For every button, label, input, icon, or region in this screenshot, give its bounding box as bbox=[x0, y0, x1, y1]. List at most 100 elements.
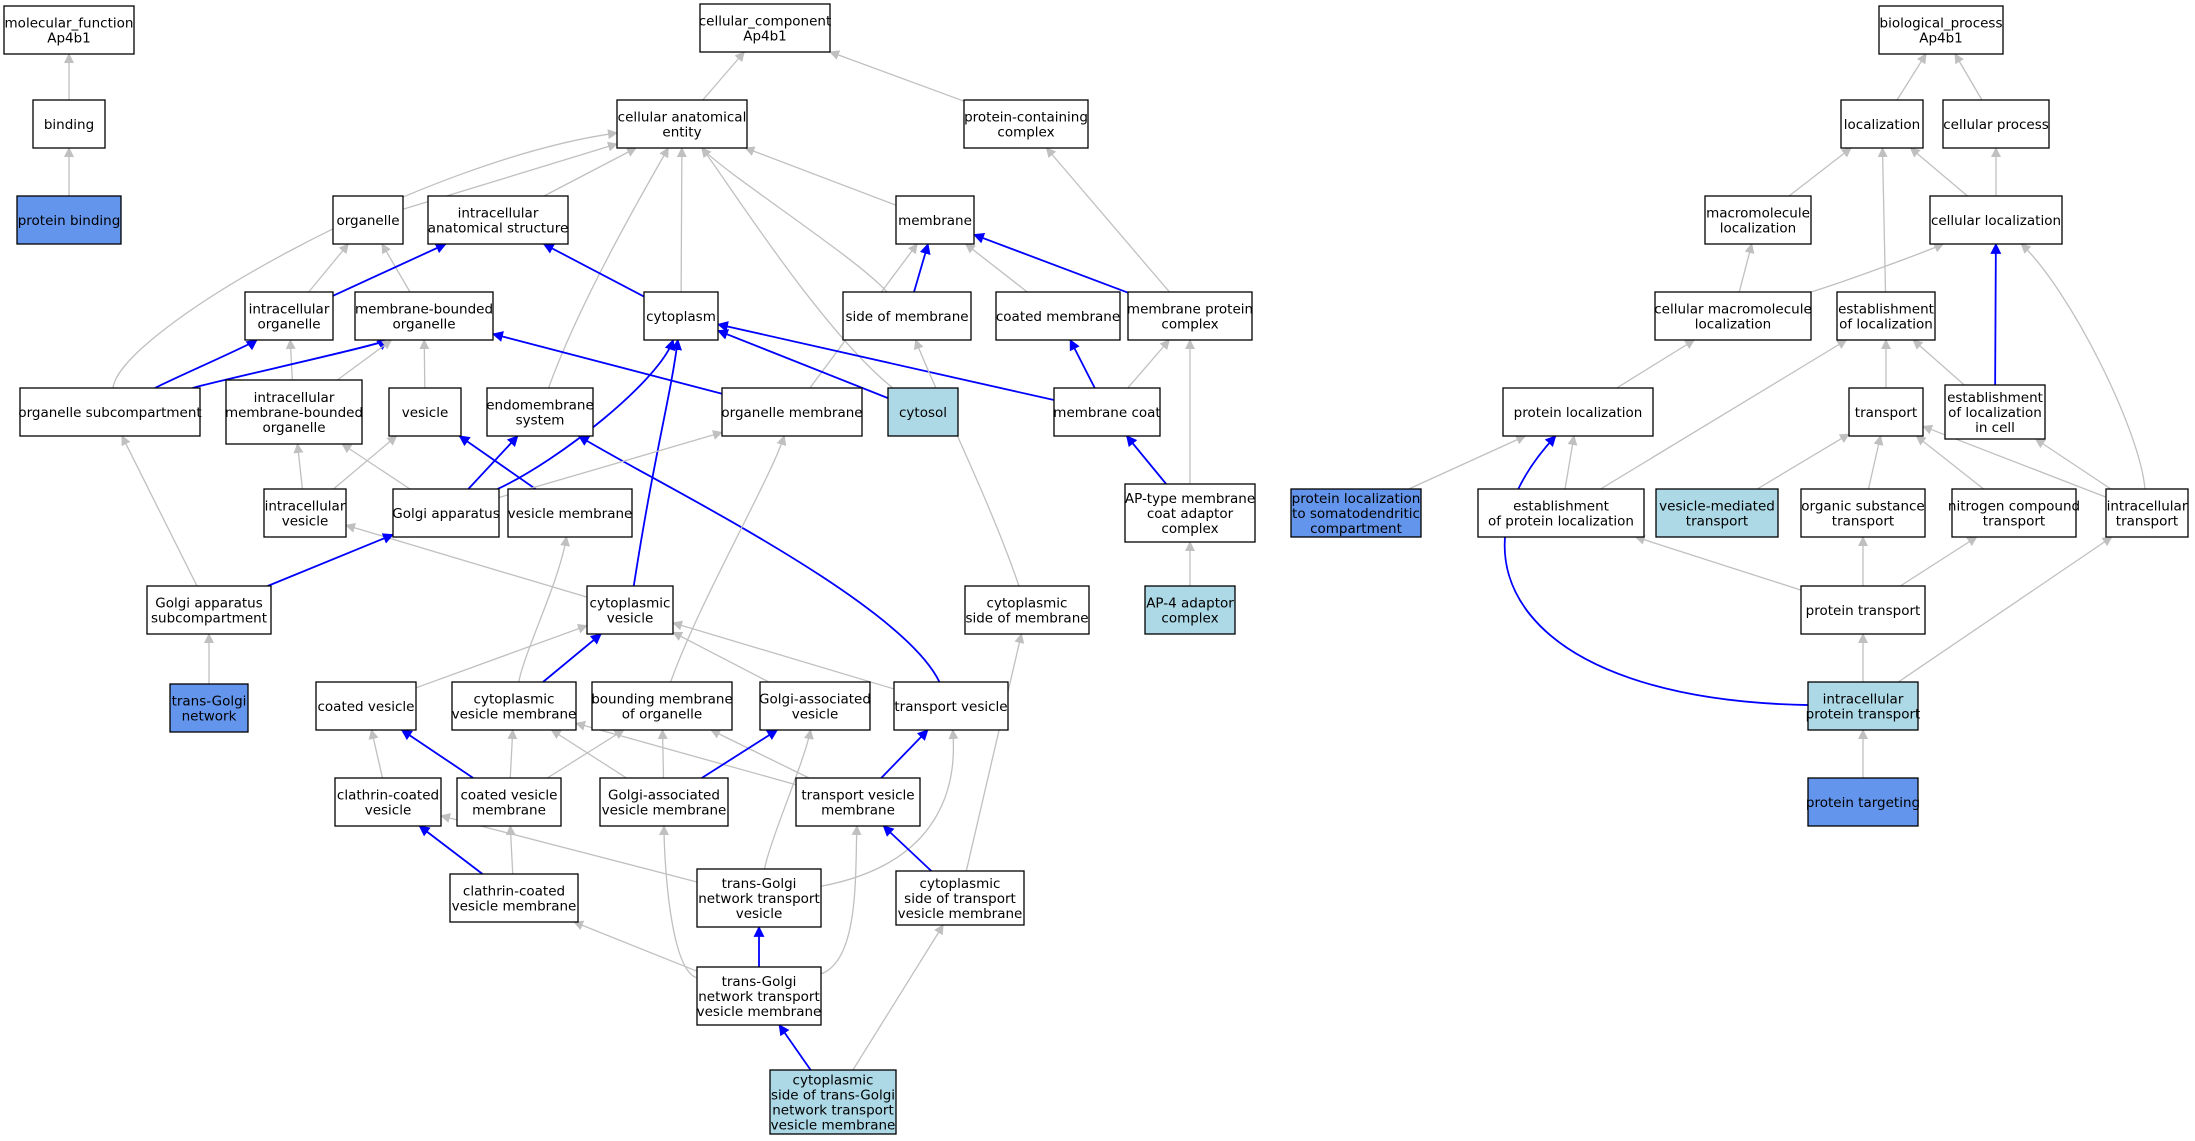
term-node-golgi[interactable]: Golgi apparatus bbox=[392, 488, 500, 538]
term-label-line: complex bbox=[1161, 521, 1218, 537]
term-node-pt[interactable]: protein transport bbox=[1800, 585, 1926, 635]
term-box bbox=[1144, 585, 1236, 635]
term-box bbox=[1290, 488, 1422, 538]
term-label-line: transport bbox=[1983, 514, 2045, 530]
term-node-cloc[interactable]: cellular localization bbox=[1929, 195, 2063, 245]
term-label-line: cellular process bbox=[1943, 117, 2049, 133]
term-box bbox=[964, 585, 1090, 635]
edge-localization-to-bp bbox=[1896, 53, 1927, 101]
term-label-line: Golgi apparatus bbox=[155, 596, 262, 612]
term-label-line: protein transport bbox=[1806, 603, 1921, 619]
term-node-coated_membrane[interactable]: coated membrane bbox=[995, 291, 1121, 341]
term-label-line: transport vesicle bbox=[894, 699, 1007, 715]
term-node-membrane[interactable]: membrane bbox=[895, 195, 975, 245]
term-label-line: AP-type membrane bbox=[1125, 491, 1255, 507]
term-node-vesicle[interactable]: vesicle bbox=[388, 387, 462, 437]
term-label-line: trans-Golgi bbox=[722, 876, 797, 892]
term-label-line: membrane coat bbox=[1053, 405, 1160, 421]
term-label-line: organelle bbox=[336, 213, 399, 229]
term-node-coated_vesicle[interactable]: coated vesicle bbox=[315, 681, 417, 731]
term-box bbox=[1840, 99, 1924, 149]
term-box bbox=[1654, 291, 1812, 341]
edge-tv-to-endomembrane bbox=[577, 435, 941, 683]
edge-golgi-to-imbo bbox=[341, 443, 411, 490]
edge-cellular_process-to-bp bbox=[1954, 53, 1983, 101]
term-node-cellular_process[interactable]: cellular process bbox=[1942, 99, 2050, 149]
term-node-cytoplasm[interactable]: cytoplasm bbox=[643, 291, 719, 341]
term-node-om[interactable]: organelle membrane bbox=[721, 387, 863, 437]
edge-membrane-to-cae bbox=[744, 146, 897, 206]
edge-tgntv-to-tv bbox=[820, 729, 959, 887]
term-node-osc[interactable]: organelle subcompartment bbox=[18, 387, 202, 437]
term-box bbox=[1944, 384, 2046, 440]
term-label-line: membrane-bounded bbox=[355, 302, 493, 318]
term-box bbox=[1951, 488, 2077, 538]
term-node-organelle[interactable]: organelle bbox=[332, 195, 404, 245]
edge-mpc-to-pcc bbox=[1045, 147, 1170, 293]
term-label-line: organelle subcompartment bbox=[18, 405, 201, 421]
term-node-som[interactable]: side of membrane bbox=[842, 291, 972, 341]
term-node-vm[interactable]: vesicle membrane bbox=[507, 488, 633, 538]
term-node-ptarg[interactable]: protein targeting bbox=[1806, 777, 1920, 827]
edge-mloc-to-localization bbox=[1788, 147, 1852, 197]
term-node-binding[interactable]: binding bbox=[32, 99, 106, 149]
term-node-localization[interactable]: localization bbox=[1840, 99, 1924, 149]
term-label-line: vesicle bbox=[282, 514, 329, 530]
term-node-membrane_coat[interactable]: membrane coat bbox=[1053, 387, 1161, 437]
term-node-protein_binding[interactable]: protein binding bbox=[16, 195, 122, 245]
term-box bbox=[893, 681, 1009, 731]
edge-cstvm-to-csm bbox=[965, 633, 1025, 872]
term-label-line: coated vesicle bbox=[461, 788, 558, 804]
edge-iv-to-imbo bbox=[293, 443, 304, 490]
edge-tvm-to-bmo bbox=[710, 729, 810, 779]
term-node-ploc[interactable]: protein localization bbox=[1502, 387, 1654, 437]
edge-golgi-to-cytoplasm bbox=[497, 338, 676, 490]
term-node-transport[interactable]: transport bbox=[1848, 387, 1924, 437]
term-node-cytosol[interactable]: cytosol bbox=[887, 387, 959, 437]
term-label-line: membrane protein bbox=[1127, 302, 1253, 318]
edge-mpc-to-membrane bbox=[972, 233, 1129, 294]
term-node-tv[interactable]: transport vesicle bbox=[893, 681, 1009, 731]
